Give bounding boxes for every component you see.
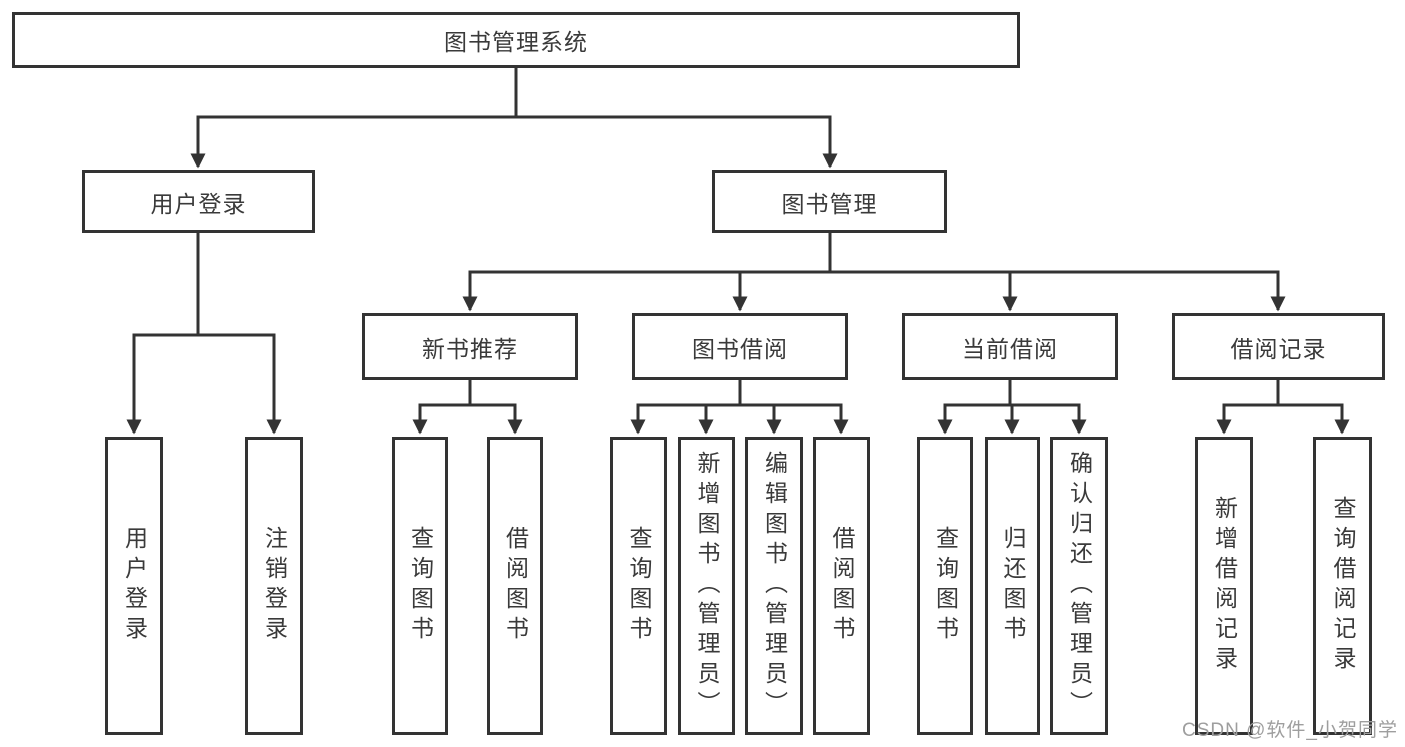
- leaf-return-books: 归还图书: [985, 437, 1040, 735]
- node-root: 图书管理系统: [12, 12, 1020, 68]
- node-book-management: 图书管理: [712, 170, 947, 233]
- leaf-add-books-admin: 新增图书（管理员）: [678, 437, 735, 735]
- leaf-borrow-books-borrowing: 借阅图书: [813, 437, 870, 735]
- leaf-borrow-books-recommend: 借阅图书: [487, 437, 543, 735]
- leaf-query-books-current: 查询图书: [917, 437, 973, 735]
- node-current-borrowing: 当前借阅: [902, 313, 1118, 380]
- leaf-query-books-recommend: 查询图书: [392, 437, 448, 735]
- leaf-add-borrow-record: 新增借阅记录: [1195, 437, 1253, 735]
- leaf-edit-books-admin: 编辑图书（管理员）: [745, 437, 803, 735]
- watermark: CSDN @软件_小贺同学: [1182, 720, 1398, 741]
- node-user-login: 用户登录: [82, 170, 315, 233]
- node-borrowing-records: 借阅记录: [1172, 313, 1385, 380]
- leaf-query-books-borrowing: 查询图书: [610, 437, 667, 735]
- node-book-borrowing: 图书借阅: [632, 313, 848, 380]
- node-new-book-recommend: 新书推荐: [362, 313, 578, 380]
- leaf-confirm-return-admin: 确认归还（管理员）: [1050, 437, 1108, 735]
- leaf-user-login: 用户登录: [105, 437, 163, 735]
- leaf-logout-login: 注销登录: [245, 437, 303, 735]
- leaf-query-borrow-record: 查询借阅记录: [1313, 437, 1372, 735]
